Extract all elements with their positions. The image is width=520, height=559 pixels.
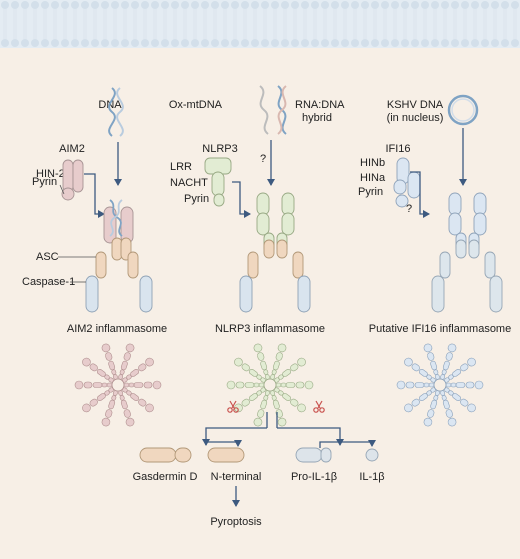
- oligomer-arm: [404, 357, 436, 383]
- hina-label: HINa: [360, 172, 386, 184]
- dna-helix-icon: [259, 85, 269, 135]
- cell-membrane: [0, 0, 520, 48]
- oligomer-arm: [396, 380, 435, 390]
- nlrp3-inflammasome-label: NLRP3 inflammasome: [215, 323, 325, 335]
- oligomer-arm: [122, 387, 154, 413]
- aim2-label: AIM2: [59, 143, 85, 155]
- question-mark-nlrp3: ?: [260, 153, 266, 165]
- il1b-label: IL-1β: [359, 471, 384, 483]
- ifi16-inflammasome-complex: [431, 192, 503, 313]
- dna-helix-icon: [108, 87, 124, 137]
- aim2-oligomer: [74, 343, 162, 427]
- question-mark-ifi16: ?: [406, 203, 412, 215]
- n-terminal-label: N-terminal: [211, 471, 262, 483]
- downstream-panel: Gasdermin D N-terminal Pyroptosis Pro-IL…: [133, 400, 385, 528]
- oligomer-arm: [275, 380, 314, 390]
- lrr-label: LRR: [170, 161, 192, 173]
- oligomer-arm: [74, 380, 113, 390]
- aim2-arrow: [84, 173, 105, 218]
- oligomer-arm: [82, 357, 114, 383]
- pro-il1b-shape: [295, 447, 332, 463]
- branch-right: [277, 427, 344, 446]
- oligomer-arm: [444, 387, 476, 413]
- scissors-icon: [313, 400, 325, 413]
- oligomer-arm: [234, 387, 266, 413]
- hinb-label: HINb: [360, 157, 385, 169]
- oligomer-arm: [234, 357, 266, 383]
- pyroptosis-label: Pyroptosis: [210, 516, 262, 528]
- branch-left: [202, 427, 267, 446]
- oligomer-arm: [445, 380, 484, 390]
- oligomer-arm: [274, 357, 306, 383]
- asc-label: ASC: [36, 251, 59, 263]
- oligomer-arm: [274, 387, 306, 413]
- ox-mtdna-label: Ox-mtDNA: [169, 99, 223, 111]
- nlrp3-oligomer: [226, 343, 314, 427]
- oligomer-arm: [404, 387, 436, 413]
- oligomer-arm: [270, 343, 287, 380]
- oligomer-arm: [440, 390, 457, 427]
- ifi16-oligomer: [396, 343, 484, 427]
- aim2-inflammasome-complex: [85, 199, 153, 313]
- nlrp3-inflammasome-complex: [239, 192, 311, 313]
- pyrin-label-ifi16: Pyrin: [358, 186, 383, 198]
- oligomer-arm: [82, 387, 114, 413]
- oligomer-arm: [440, 343, 457, 380]
- oligomer-arm: [423, 343, 440, 380]
- nacht-label: NACHT: [170, 177, 208, 189]
- kshv-label-line2: (in nucleus): [387, 112, 444, 124]
- scissors-icon: [227, 400, 239, 413]
- rna-dna-label-line1: RNA:DNA: [295, 99, 345, 111]
- ifi16-inflammasome-label: Putative IFI16 inflammasome: [369, 323, 511, 335]
- circular-dna-icon: [447, 94, 479, 126]
- gasdermin-d-label: Gasdermin D: [133, 471, 198, 483]
- il1b-shape: [365, 448, 379, 462]
- gasdermin-cleave-arrow: [205, 440, 242, 447]
- oligomer-arm: [226, 380, 265, 390]
- pro-il1b-label: Pro-IL-1β: [291, 471, 337, 483]
- il1b-cleave-arrow: [319, 440, 376, 448]
- ifi16-label: IFI16: [385, 143, 410, 155]
- kshv-label-line1: KSHV DNA: [387, 99, 444, 111]
- pyrin-label-nlrp3: Pyrin: [184, 193, 209, 205]
- gasdermin-d-shape: [139, 447, 192, 463]
- n-terminal-shape: [207, 447, 245, 463]
- nlrp3-arrow: [232, 181, 251, 218]
- oligomer-arm: [253, 390, 270, 427]
- oligomer-arm: [118, 390, 135, 427]
- aim2-panel: DNA AIM2 HIN-200 Pyrin: [22, 87, 167, 427]
- rna-dna-helix-icon: [277, 85, 287, 135]
- aim2-monomer: [61, 159, 84, 201]
- nlrp3-monomer: [204, 157, 232, 207]
- ifi16-panel: KSHV DNA (in nucleus) IFI16 HINb HINa Py…: [358, 94, 511, 427]
- rna-dna-label-line2: hybrid: [302, 112, 332, 124]
- oligomer-arm: [444, 357, 476, 383]
- oligomer-arm: [118, 343, 135, 380]
- oligomer-arm: [123, 380, 162, 390]
- ifi16-monomer: [393, 157, 421, 208]
- nlrp3-label: NLRP3: [202, 143, 237, 155]
- ifi16-arrow: [410, 171, 430, 218]
- oligomer-arm: [101, 343, 118, 380]
- aim2-inflammasome-label: AIM2 inflammasome: [67, 323, 167, 335]
- nlrp3-panel: Ox-mtDNA RNA:DNA hybrid ? NLRP3 LRR NACH…: [169, 85, 345, 427]
- pyrin-label-aim2: Pyrin: [32, 176, 57, 188]
- oligomer-arm: [101, 390, 118, 427]
- oligomer-arm: [122, 357, 154, 383]
- caspase1-label: Caspase-1: [22, 276, 75, 288]
